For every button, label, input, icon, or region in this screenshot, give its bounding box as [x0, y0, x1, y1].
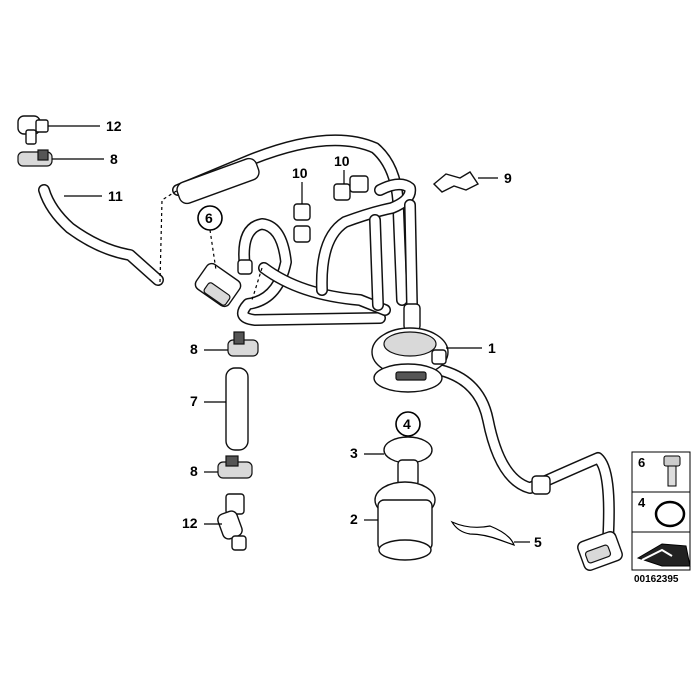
part-2-filter: [374, 459, 436, 561]
bolt-icon: [663, 455, 681, 487]
callout-8-middle: 8: [190, 341, 228, 357]
callout-12-lower: 12: [182, 515, 222, 531]
part-right-connector: [577, 531, 623, 571]
arrow-icon: [636, 543, 691, 567]
callout-8-top: 8: [52, 151, 118, 167]
callout-label: 8: [190, 463, 198, 479]
callout-label: 6: [205, 210, 213, 226]
callout-label: 12: [182, 515, 198, 531]
hose-sleeve: [176, 157, 260, 205]
part-8-lower-clamp: [217, 455, 253, 479]
part-5-spring-clip: [450, 520, 516, 546]
legend-panel: 6 4 00162395: [631, 451, 691, 585]
callout-label: 12: [106, 118, 122, 134]
callout-10-left: 10: [292, 165, 308, 204]
part-10-clip-right: [333, 175, 369, 201]
part-7-tube: [225, 367, 249, 451]
hose-sleeve-right: [531, 475, 551, 495]
callout-label: 4: [403, 416, 411, 432]
callout-3: 3: [350, 445, 384, 461]
callout-12-top: 12: [48, 118, 122, 134]
part-4-callout-circle: [395, 411, 421, 437]
callout-label: 8: [190, 341, 198, 357]
callout-9: 9: [478, 170, 512, 186]
part-9-clip: [432, 171, 480, 193]
callout-7: 7: [190, 393, 226, 409]
hose-network: [38, 134, 615, 546]
callout-1: 1: [446, 340, 496, 356]
part-8-middle-clamp: [227, 331, 259, 357]
callout-label: 10: [292, 165, 308, 181]
callout-5: 5: [514, 534, 542, 550]
reference-number: 00162395: [634, 574, 679, 585]
dashed-guide-1: [159, 189, 179, 283]
legend-label-b: 4: [638, 495, 646, 510]
callout-label: 2: [350, 511, 358, 527]
part-6-connector: [194, 259, 253, 308]
legend-label-a: 6: [638, 455, 645, 470]
callout-label: 7: [190, 393, 198, 409]
callout-label: 1: [488, 340, 496, 356]
part-8-top-clamp: [17, 149, 53, 167]
part-3-o-ring: [383, 436, 433, 464]
callout-label: 11: [108, 188, 123, 204]
callout-label: 10: [334, 153, 350, 169]
callout-label: 3: [350, 445, 358, 461]
callout-6: 6: [197, 205, 223, 271]
callout-11: 11: [64, 188, 123, 204]
callout-4: 4: [403, 416, 411, 432]
part-1-pump: [371, 303, 449, 393]
callout-2: 2: [350, 511, 378, 527]
callout-label: 9: [504, 170, 512, 186]
part-12-lower-connector: [217, 493, 247, 551]
callout-label: 8: [110, 151, 118, 167]
o-ring-icon: [654, 500, 686, 528]
callout-label: 5: [534, 534, 542, 550]
callout-8-lower: 8: [190, 463, 218, 479]
part-12-top-connector: [17, 115, 49, 145]
part-10-clip-left: [293, 203, 311, 243]
callout-10-right: 10: [334, 153, 350, 184]
